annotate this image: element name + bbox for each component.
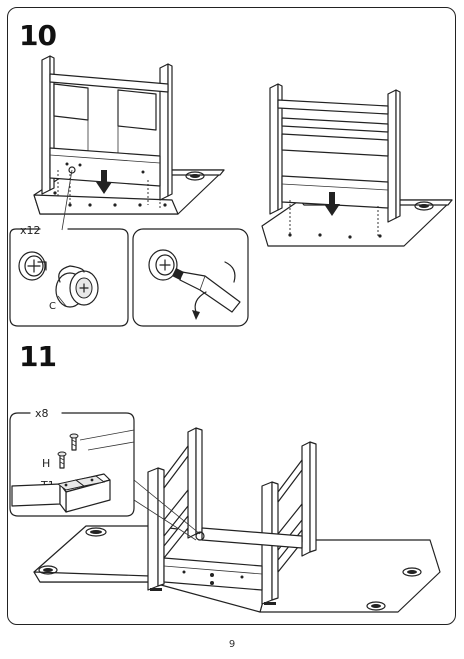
step-11-number: 11 [19,340,57,373]
step11-detail-hinge [9,412,205,541]
page-number: 9 [228,639,236,650]
screw-part-label: H [42,457,51,470]
step-11-quantity: x8 [35,407,49,420]
instruction-frame [7,7,456,625]
step10-detail-screwdriver [132,228,249,327]
step-10-number: 10 [19,19,57,52]
step11-desk-assembly [33,427,441,613]
step10-right-assembly [261,83,453,247]
step10-left-assembly [33,55,225,231]
cam-lock-part-label: C [49,301,56,312]
step-10-quantity: x12 [20,224,41,237]
step10-detail-cam-lock [9,228,129,327]
